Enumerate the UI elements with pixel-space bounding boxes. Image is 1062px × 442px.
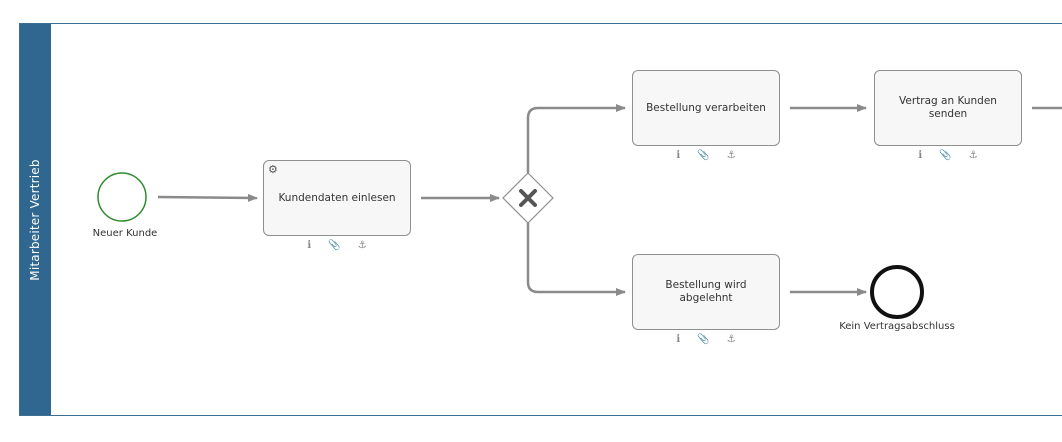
flow-gateway-to-abgelehnt[interactable] [526, 223, 626, 296]
task-vertrag-an-kunden-senden[interactable]: Vertrag an Kunden senden [874, 70, 1022, 146]
exclusive-gateway[interactable] [502, 172, 554, 224]
task-bestellung-wird-abgelehnt[interactable]: Bestellung wird abgelehnt [632, 254, 780, 330]
task-vertrag-icons: i 📎 ⚓ [874, 150, 1022, 161]
attachment-icon[interactable]: 📎 [328, 240, 341, 251]
flow-gateway-to-verarbeiten[interactable] [526, 104, 626, 173]
end-event-label: Kein Vertragsabschluss [839, 321, 955, 332]
task-label: Bestellung wird abgelehnt [665, 279, 747, 304]
task-bestellung-verarbeiten[interactable]: Bestellung verarbeiten [632, 70, 780, 146]
end-event[interactable] [870, 265, 924, 319]
task-kundendaten-icons: i 📎 ⚓ [263, 240, 411, 251]
info-icon[interactable]: i [676, 150, 681, 161]
task-label: Bestellung verarbeiten [646, 101, 766, 114]
info-icon[interactable]: i [676, 334, 681, 345]
flow-start-to-kundendaten[interactable] [157, 193, 258, 202]
task-label: Vertrag an Kunden senden [899, 95, 997, 120]
task-kundendaten-einlesen[interactable]: ⚙ Kundendaten einlesen [263, 160, 411, 236]
hierarchy-icon[interactable]: ⚓ [726, 334, 736, 345]
gear-icon: ⚙ [268, 163, 278, 176]
lane-header[interactable] [20, 24, 51, 415]
start-event[interactable] [97, 172, 147, 222]
swimlane [19, 23, 1062, 416]
task-label: Kundendaten einlesen [278, 191, 396, 204]
lane-label: Mitarbeiter Vertrieb [28, 159, 42, 281]
start-event-label: Neuer Kunde [92, 228, 158, 239]
info-icon[interactable]: i [918, 150, 923, 161]
hierarchy-icon[interactable]: ⚓ [726, 150, 736, 161]
attachment-icon[interactable]: 📎 [697, 150, 710, 161]
hierarchy-icon[interactable]: ⚓ [968, 150, 978, 161]
close-icon [519, 189, 537, 207]
info-icon[interactable]: i [307, 240, 312, 251]
hierarchy-icon[interactable]: ⚓ [357, 240, 367, 251]
attachment-icon[interactable]: 📎 [697, 334, 710, 345]
task-verarbeiten-icons: i 📎 ⚓ [632, 150, 780, 161]
attachment-icon[interactable]: 📎 [939, 150, 952, 161]
task-abgelehnt-icons: i 📎 ⚓ [632, 334, 780, 345]
